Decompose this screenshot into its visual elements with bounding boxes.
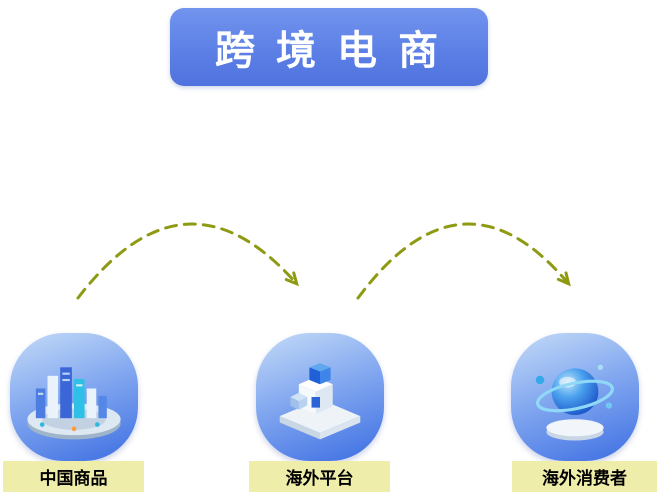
globe-sphere-icon (535, 364, 615, 441)
node-china-goods (10, 333, 138, 461)
node-overseas-platform (256, 333, 384, 461)
title-banner: 跨 境 电 商 (170, 8, 488, 86)
platform-cubes-icon (279, 363, 361, 440)
diagram-title: 跨 境 电 商 (214, 29, 444, 73)
label-overseas-consumer: 海外消费者 (512, 461, 657, 492)
node-overseas-consumer (511, 333, 639, 461)
city-buildings-icon (27, 367, 121, 440)
label-china-goods: 中国商品 (3, 461, 144, 492)
label-overseas-platform: 海外平台 (249, 461, 390, 492)
arrow-china-to-platform (76, 222, 296, 300)
arrow-platform-to-consumer (356, 222, 568, 300)
